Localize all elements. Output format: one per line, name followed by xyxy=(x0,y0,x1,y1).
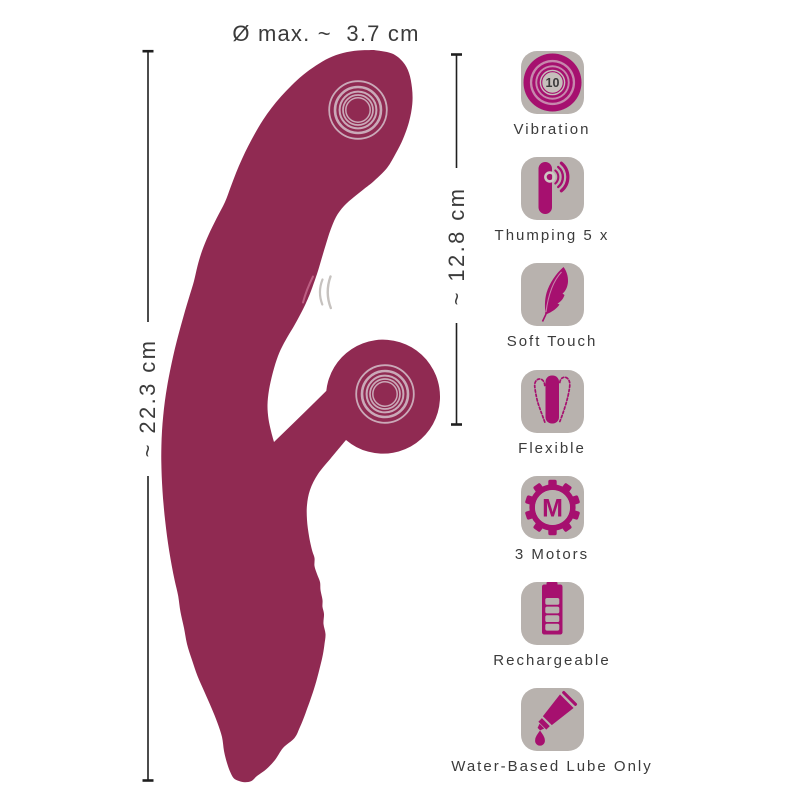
feature-label: Water-Based Lube Only xyxy=(451,758,653,776)
feature-item-rechargeable: Rechargeable xyxy=(0,582,800,678)
feature-item-thumping: Thumping 5 x xyxy=(0,157,800,253)
feature-icon-box xyxy=(521,263,584,327)
motor-letter: M xyxy=(542,494,563,522)
ball-vibration-spiral xyxy=(355,364,415,424)
insertable-length-dimension-line xyxy=(451,53,462,426)
total-length-dimension-line xyxy=(142,49,154,782)
lube-tube-icon xyxy=(535,691,578,746)
feature-item-lube: Water-Based Lube Only xyxy=(0,688,800,784)
battery-icon xyxy=(542,582,563,635)
feature-icon-box xyxy=(521,369,584,433)
vibration-modes-count: 10 xyxy=(546,76,560,90)
feature-item-flexible: Flexible xyxy=(0,369,800,466)
feature-icon-box: M xyxy=(521,475,584,539)
feature-label: Flexible xyxy=(518,439,586,457)
feature-label: Rechargeable xyxy=(493,652,611,669)
tip-vibration-spiral xyxy=(328,80,388,140)
motor-gear-icon: M xyxy=(525,479,580,536)
feature-label: Soft Touch xyxy=(506,333,598,351)
feature-icon-box: 10 xyxy=(521,51,584,114)
flex-wave-marks xyxy=(302,275,332,310)
feature-item-soft-touch: Soft Touch xyxy=(0,263,800,359)
feature-label: 3 Motors xyxy=(514,545,590,563)
vibrator-silhouette xyxy=(161,50,441,783)
feather-icon xyxy=(541,267,569,323)
feature-icon-box xyxy=(521,688,584,752)
feature-item-vibration: 10 Vibration xyxy=(0,51,800,147)
feature-icon-box xyxy=(521,582,584,645)
flexible-bullet-icon xyxy=(533,375,571,424)
lube-drop xyxy=(535,730,545,746)
feature-label: Thumping 5 x xyxy=(494,227,610,245)
feature-label: Vibration xyxy=(513,121,591,138)
feature-item-motors: M 3 Motors xyxy=(0,475,800,572)
feature-icon-box xyxy=(521,157,584,221)
diameter-dimension-label: Ø max. ~ 3.7 cm xyxy=(232,21,420,46)
thumping-bullet-icon xyxy=(538,161,570,215)
vibration-rings-icon: 10 xyxy=(523,53,582,112)
